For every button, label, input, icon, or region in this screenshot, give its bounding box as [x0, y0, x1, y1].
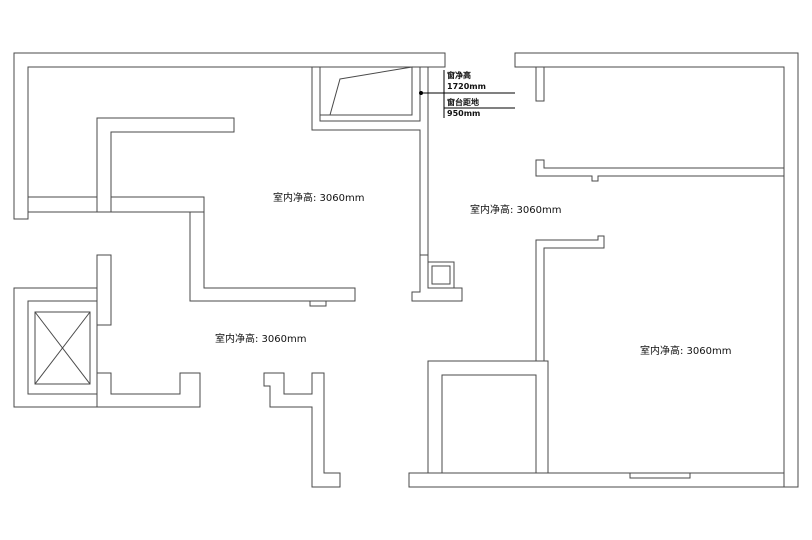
wall-right-lower-room [427, 360, 549, 474]
wall-small-ledge [309, 300, 327, 307]
window-height-label: 窗净高 [447, 70, 471, 80]
elevator-cross-b [34, 311, 91, 385]
sill-height-label: 窗台距地 [447, 97, 479, 107]
sill-height-value: 950mm [447, 109, 480, 118]
wall-top-left [13, 52, 446, 220]
room-label-lower-left: 室内净高: 3060mm [215, 332, 306, 345]
wall-partition-upper-right [535, 159, 785, 182]
window-trapezoid [329, 66, 413, 116]
wall-stub-top-right [535, 66, 545, 102]
window-height-value: 1720mm [447, 82, 486, 91]
elevator-car [34, 311, 91, 385]
wall-lower-left-notch [96, 372, 201, 408]
wall-top-right [514, 52, 799, 488]
wall-lower-middle [263, 372, 341, 488]
wall-horizontal-left [27, 196, 98, 213]
duct-shaft-inner [431, 265, 451, 285]
wall-bottom-notch [629, 473, 691, 479]
room-label-upper-center: 室内净高: 3060mm [470, 203, 561, 216]
wall-center-left-vertical [189, 211, 356, 302]
wall-stub-left [96, 254, 112, 326]
wall-central-vertical [311, 66, 463, 302]
wall-right-vertical [535, 235, 605, 362]
room-label-upper-left: 室内净高: 3060mm [273, 191, 364, 204]
wall-bottom-right [408, 472, 785, 488]
wall-horizontal-mid [110, 196, 205, 213]
room-label-lower-right: 室内净高: 3060mm [640, 344, 731, 357]
